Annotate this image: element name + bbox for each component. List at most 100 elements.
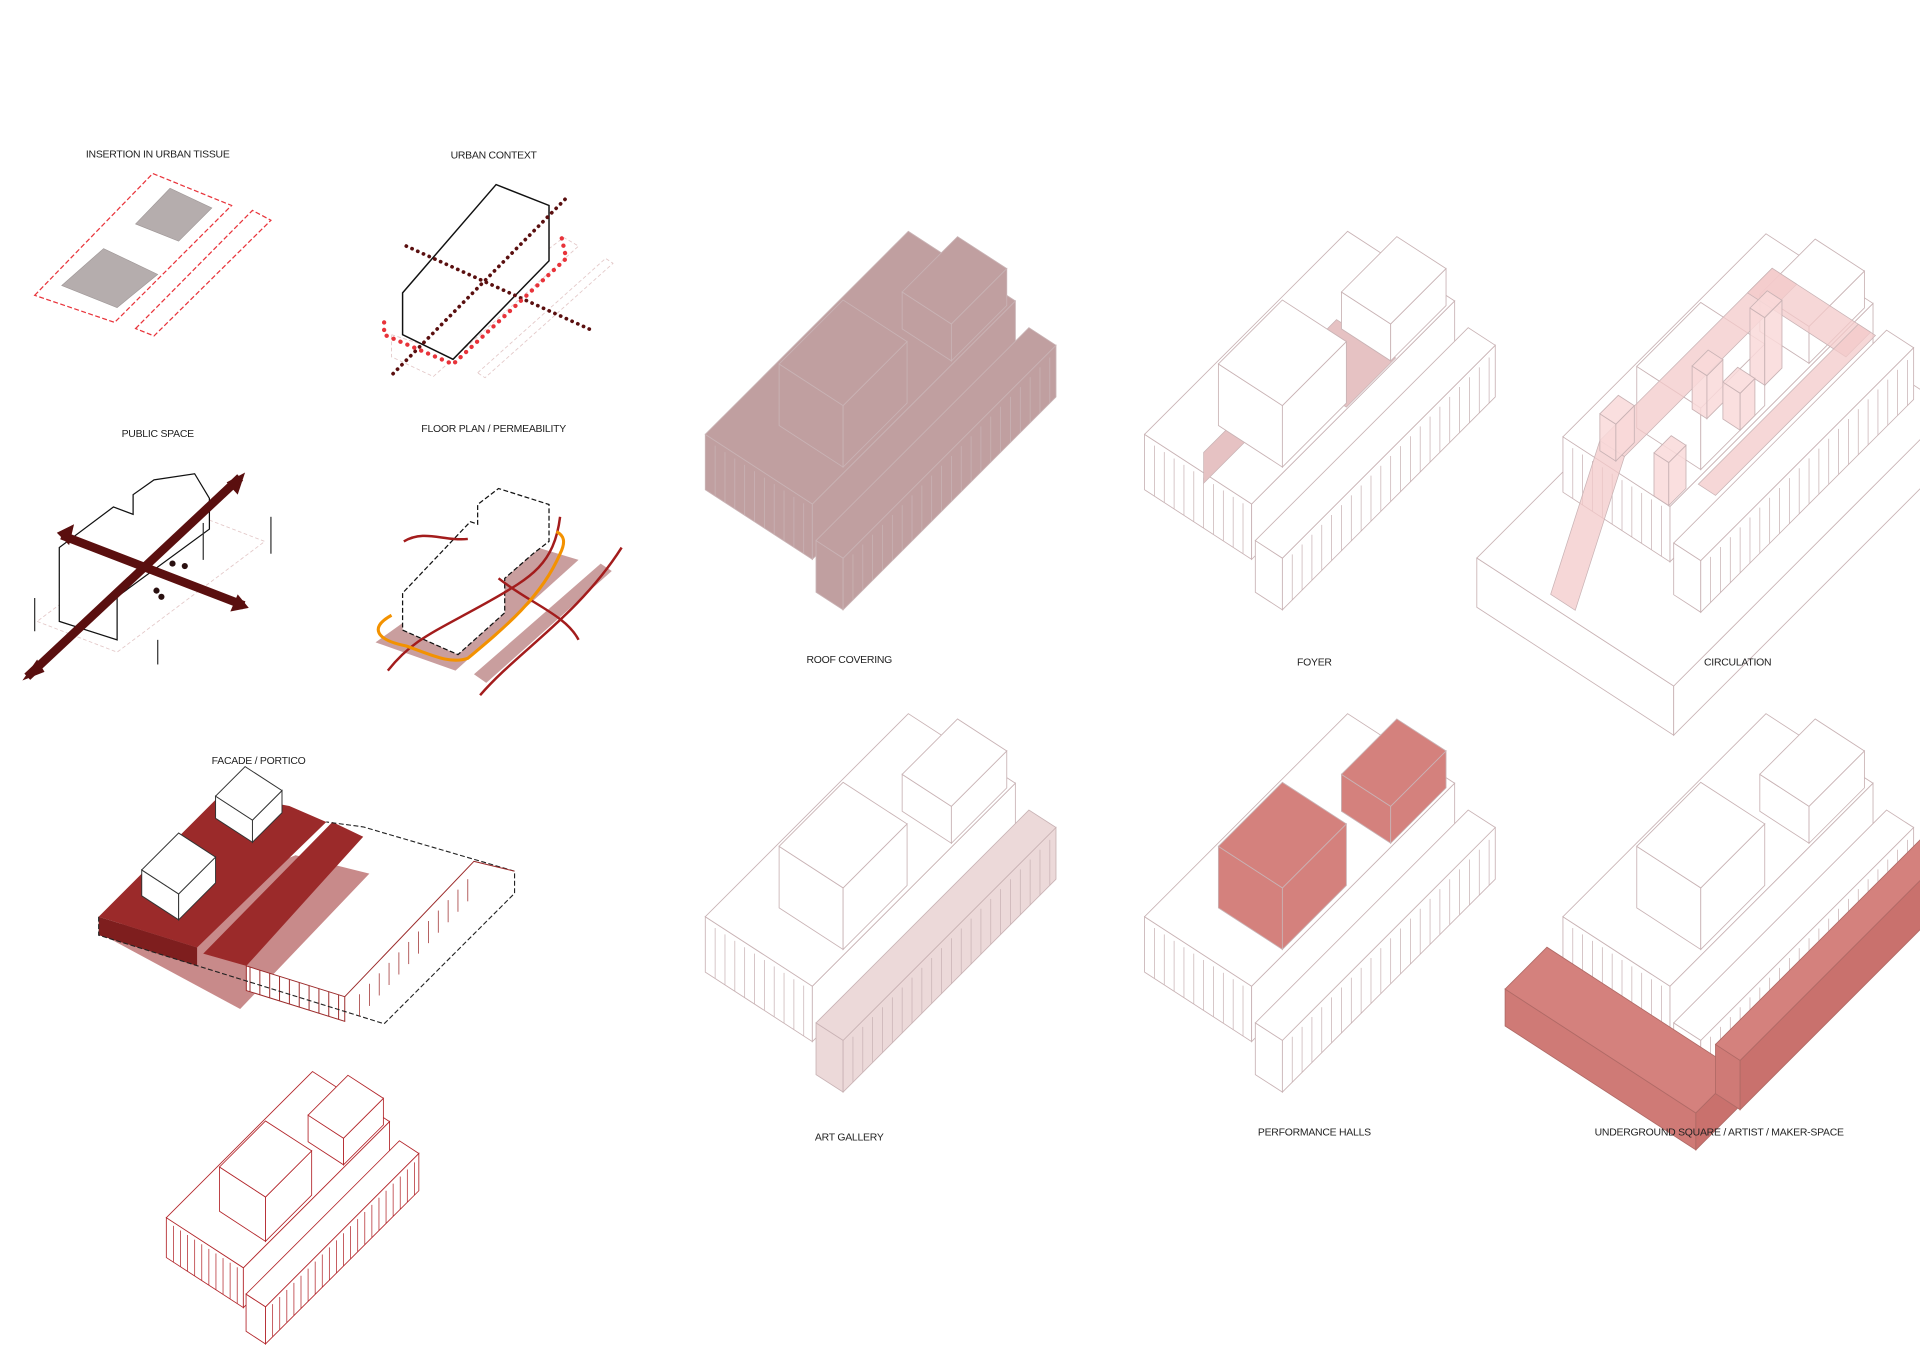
box-top-face (307, 1074, 385, 1139)
box-top-face (1749, 290, 1783, 319)
arrowhead (22, 659, 45, 681)
label-public-space: PUBLIC SPACE (122, 429, 195, 440)
upper-box (140, 832, 217, 921)
box-top-face (1714, 839, 1920, 1061)
portico-volume (1254, 327, 1496, 611)
upper-box-large (1217, 299, 1348, 469)
portico-volume (815, 809, 1057, 1094)
box-top-face (778, 299, 908, 407)
flow-arrow (403, 534, 468, 543)
street-strip-dashed (134, 209, 272, 337)
portico-colonnade (245, 965, 346, 1022)
upper-box-small (1340, 718, 1447, 845)
portico-volume (245, 1140, 420, 1345)
box-top-face (901, 236, 1008, 325)
box-top-face (1759, 718, 1866, 807)
arrowhead (230, 594, 249, 612)
person-figure (158, 593, 165, 600)
label-art-gallery: ART GALLERY (815, 1133, 884, 1144)
box-top-face (1217, 781, 1348, 889)
box-top-face (815, 327, 1057, 559)
public-axis-arrow (24, 474, 244, 680)
circulation-diagram (1476, 233, 1920, 737)
label-performance-halls: PERFORMANCE HALLS (1258, 1128, 1371, 1139)
envelope-dashed-outline (98, 821, 516, 1025)
box-top-face (140, 832, 217, 895)
box-top-face (1254, 809, 1496, 1041)
stair-core (1599, 394, 1635, 463)
underground-side-volume (1714, 839, 1920, 1111)
upper-box (214, 765, 283, 844)
facade-portico-diagram (98, 765, 516, 1025)
portico-wing-outline (344, 860, 515, 998)
box-top-face (1636, 781, 1766, 889)
orange-circulation-path (376, 530, 566, 662)
portico-volume (1254, 809, 1496, 1094)
urban-context-diagram (381, 183, 614, 379)
box-top-face (1653, 435, 1687, 464)
stair-core (1722, 366, 1756, 432)
underground-diagram (1504, 713, 1920, 1151)
upper-box-large (1636, 781, 1766, 951)
box-top-face (1673, 329, 1915, 562)
box-top-face (1254, 327, 1496, 559)
box-top-face (1691, 349, 1724, 377)
box-top-face (1217, 299, 1348, 407)
upper-box-large (778, 299, 908, 469)
box-top-face (1599, 394, 1635, 425)
upper-box-small (1340, 236, 1447, 362)
box-top-face (1340, 718, 1447, 807)
upper-box-small (901, 236, 1008, 362)
diagram-artwork (22, 172, 1920, 1345)
box-side-face (1673, 439, 1920, 737)
building-outline (58, 473, 211, 641)
label-roof-covering: ROOF COVERING (806, 655, 892, 666)
upper-box-large (1217, 781, 1348, 951)
roof-covering-diagram (704, 230, 1057, 611)
upper-box-small (901, 718, 1008, 845)
street-dashed (476, 257, 614, 379)
upper-box-small (1759, 718, 1866, 845)
box-top-face (815, 809, 1057, 1041)
portico-volume (1673, 329, 1915, 614)
box-top-face (1673, 809, 1915, 1041)
insertion-diagram (33, 172, 272, 337)
box-top-face (778, 781, 908, 889)
box-front-face (1749, 307, 1766, 387)
arrowhead (226, 472, 246, 495)
performance-halls-diagram (1143, 713, 1496, 1094)
axis-dotted (389, 197, 567, 378)
public-axis-arrow (60, 531, 246, 610)
portico-band-red (203, 821, 364, 966)
box-top-face (901, 718, 1008, 807)
box-top-face (245, 1140, 420, 1308)
circulation-path (1697, 323, 1877, 496)
box-top-face (214, 765, 283, 821)
portico-volume (815, 327, 1057, 611)
roof-edge-red (98, 916, 198, 966)
box-side-face (1739, 879, 1920, 1111)
existing-block (61, 248, 159, 308)
label-underground: UNDERGROUND SQUARE / ARTIST / MAKER-SPAC… (1595, 1128, 1844, 1139)
ground-slab (473, 563, 612, 683)
box-top-face (218, 1120, 313, 1198)
existing-block (135, 187, 213, 242)
label-urban-context: URBAN CONTEXT (451, 151, 538, 162)
axis-dotted (404, 244, 593, 332)
flow-arrow (497, 577, 580, 641)
box-top-face (1340, 236, 1447, 325)
flow-arrow (479, 546, 623, 697)
upper-box-small (307, 1074, 385, 1166)
person-figure (169, 560, 176, 567)
label-floor-plan: FLOOR PLAN / PERMEABILITY (421, 424, 566, 435)
arrowhead (56, 524, 75, 546)
floor-plan-diagram (375, 487, 623, 697)
public-space-diagram (22, 472, 272, 681)
label-foyer: FOYER (1297, 658, 1332, 669)
person-figure (181, 562, 188, 570)
site-boundary-dashed (33, 172, 233, 324)
person-figure (153, 587, 160, 594)
upper-box-large (778, 781, 908, 951)
foyer-diagram (1143, 230, 1496, 611)
